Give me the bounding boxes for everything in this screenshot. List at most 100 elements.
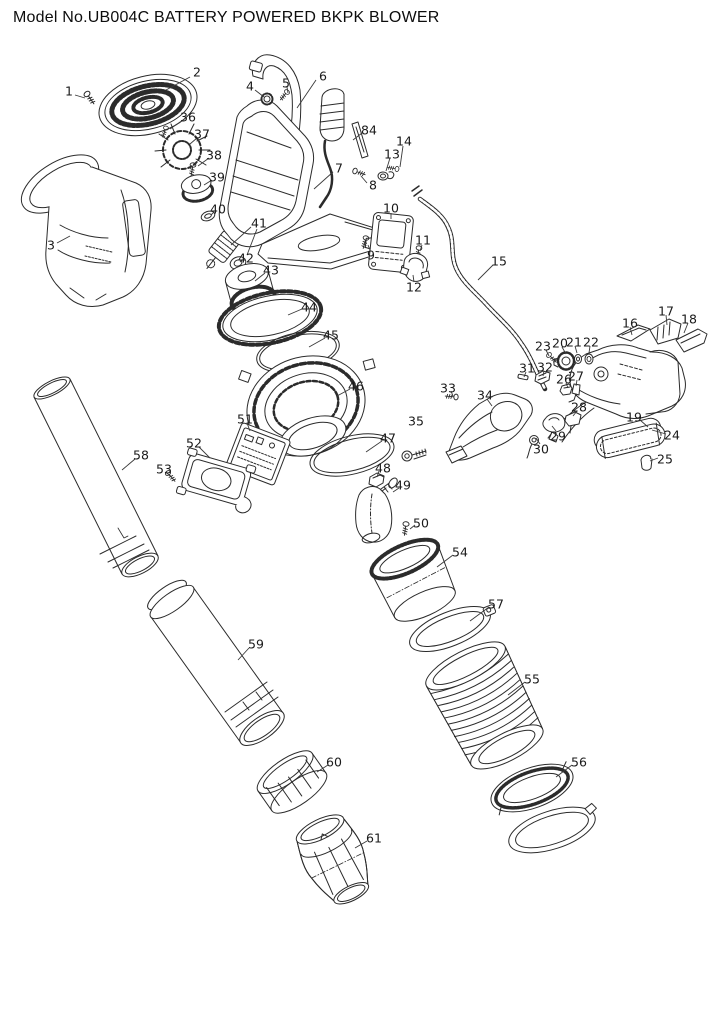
leader-line-44 <box>287 308 303 316</box>
leader-line-47 <box>365 440 383 453</box>
part-1-screw <box>82 89 98 107</box>
callout-22: 22 <box>583 335 599 350</box>
callout-53: 53 <box>156 462 172 477</box>
leader-line-38 <box>197 157 210 167</box>
callout-48: 48 <box>375 461 391 476</box>
part-84-label-strip <box>351 121 369 159</box>
leader-line-45 <box>308 337 326 348</box>
leader-line-54 <box>436 554 454 568</box>
callout-9: 9 <box>367 248 375 263</box>
callout-27: 27 <box>568 369 584 384</box>
part-50-screw <box>400 520 410 537</box>
callout-2: 2 <box>193 65 201 80</box>
leader-line-57 <box>469 606 490 622</box>
part-15-power-cable <box>411 185 548 392</box>
callout-3: 3 <box>47 238 55 253</box>
part-46-volute <box>238 355 376 457</box>
leader-line-14 <box>399 145 404 168</box>
part-8-screw <box>351 167 367 178</box>
callout-29: 29 <box>550 429 566 444</box>
callout-38: 38 <box>206 148 222 163</box>
leader-line-6 <box>296 79 317 109</box>
callout-31: 31 <box>519 361 535 376</box>
part-48-nut <box>368 472 385 488</box>
leader-line-17 <box>665 314 668 326</box>
part-54-outlet-joint <box>369 537 456 622</box>
part-24-grip <box>595 422 666 459</box>
leader-line-42 <box>239 259 243 263</box>
part-56-mesh-ring <box>490 761 574 816</box>
callout-25: 25 <box>657 452 673 467</box>
callout-42: 42 <box>238 251 254 266</box>
leader-line-29 <box>551 425 557 432</box>
leader-line-26 <box>565 382 569 389</box>
leader-line-56 <box>555 764 573 778</box>
callout-54: 54 <box>452 545 468 560</box>
callout-34: 34 <box>477 388 493 403</box>
callout-13: 13 <box>384 147 400 162</box>
leader-line-18 <box>683 322 689 334</box>
leader-line-39 <box>203 179 213 186</box>
callout-55: 55 <box>524 672 540 687</box>
leader-line-13 <box>385 157 391 172</box>
part-20-dial <box>553 351 576 371</box>
leader-line-4 <box>254 89 265 98</box>
callout-8: 8 <box>369 178 377 193</box>
part-16-pad <box>616 324 651 342</box>
leader-line-20 <box>561 346 567 355</box>
callout-50: 50 <box>413 516 429 531</box>
part-59-mid-pipe <box>147 579 285 746</box>
part-27-bracket <box>568 383 581 403</box>
leader-line-8 <box>360 175 368 184</box>
callout-16: 16 <box>622 316 638 331</box>
callout-61: 61 <box>366 831 382 846</box>
part-22-ring <box>584 353 594 365</box>
callout-17: 17 <box>658 304 674 319</box>
part-18-pad <box>675 328 708 353</box>
leader-line-33 <box>450 390 454 397</box>
leader-line-59 <box>237 647 250 661</box>
leader-line-41 <box>246 228 258 256</box>
part-60-cage-ring <box>256 750 328 814</box>
leader-line-1 <box>74 94 86 99</box>
leader-line-34 <box>486 398 493 407</box>
callout-47: 47 <box>380 431 396 446</box>
callout-30: 30 <box>533 442 549 457</box>
callout-12: 12 <box>406 280 422 295</box>
leader-line-49 <box>392 487 400 493</box>
leader-line-58 <box>121 458 136 471</box>
callout-19: 19 <box>626 410 642 425</box>
part-39-fan-hub <box>180 174 215 203</box>
leader-line-3 <box>56 235 71 244</box>
callout-32: 32 <box>537 360 553 375</box>
leader-line-50 <box>409 524 416 530</box>
callout-37: 37 <box>194 127 210 142</box>
callout-28: 28 <box>571 400 587 415</box>
part-34-handle-bracket <box>445 392 533 464</box>
leader-line-27 <box>575 379 578 387</box>
leader-line-28 <box>572 410 578 417</box>
leader-line-51 <box>246 422 251 432</box>
leader-line-24 <box>651 429 667 435</box>
leader-line-22 <box>588 345 591 354</box>
leader-line-25 <box>649 457 659 462</box>
callout-23: 23 <box>535 339 551 354</box>
part-31-pin <box>517 373 529 381</box>
callout-15: 15 <box>491 254 507 269</box>
callout-46: 46 <box>348 379 364 394</box>
callout-45: 45 <box>323 328 339 343</box>
part-35-screw-washer <box>401 448 427 462</box>
leader-line-52 <box>198 446 211 459</box>
leader-line-41 <box>230 226 252 246</box>
part-52-mount-bracket <box>175 447 257 514</box>
page-title: Model No.UB004C BATTERY POWERED BKPK BLO… <box>13 9 440 26</box>
callout-33: 33 <box>440 381 456 396</box>
leader-line-11 <box>419 244 423 252</box>
leader-line-36 <box>169 119 184 130</box>
callout-52: 52 <box>186 436 202 451</box>
leader-line-46 <box>336 388 351 397</box>
part-4-nut <box>260 92 274 106</box>
leader-line-40 <box>210 211 215 216</box>
